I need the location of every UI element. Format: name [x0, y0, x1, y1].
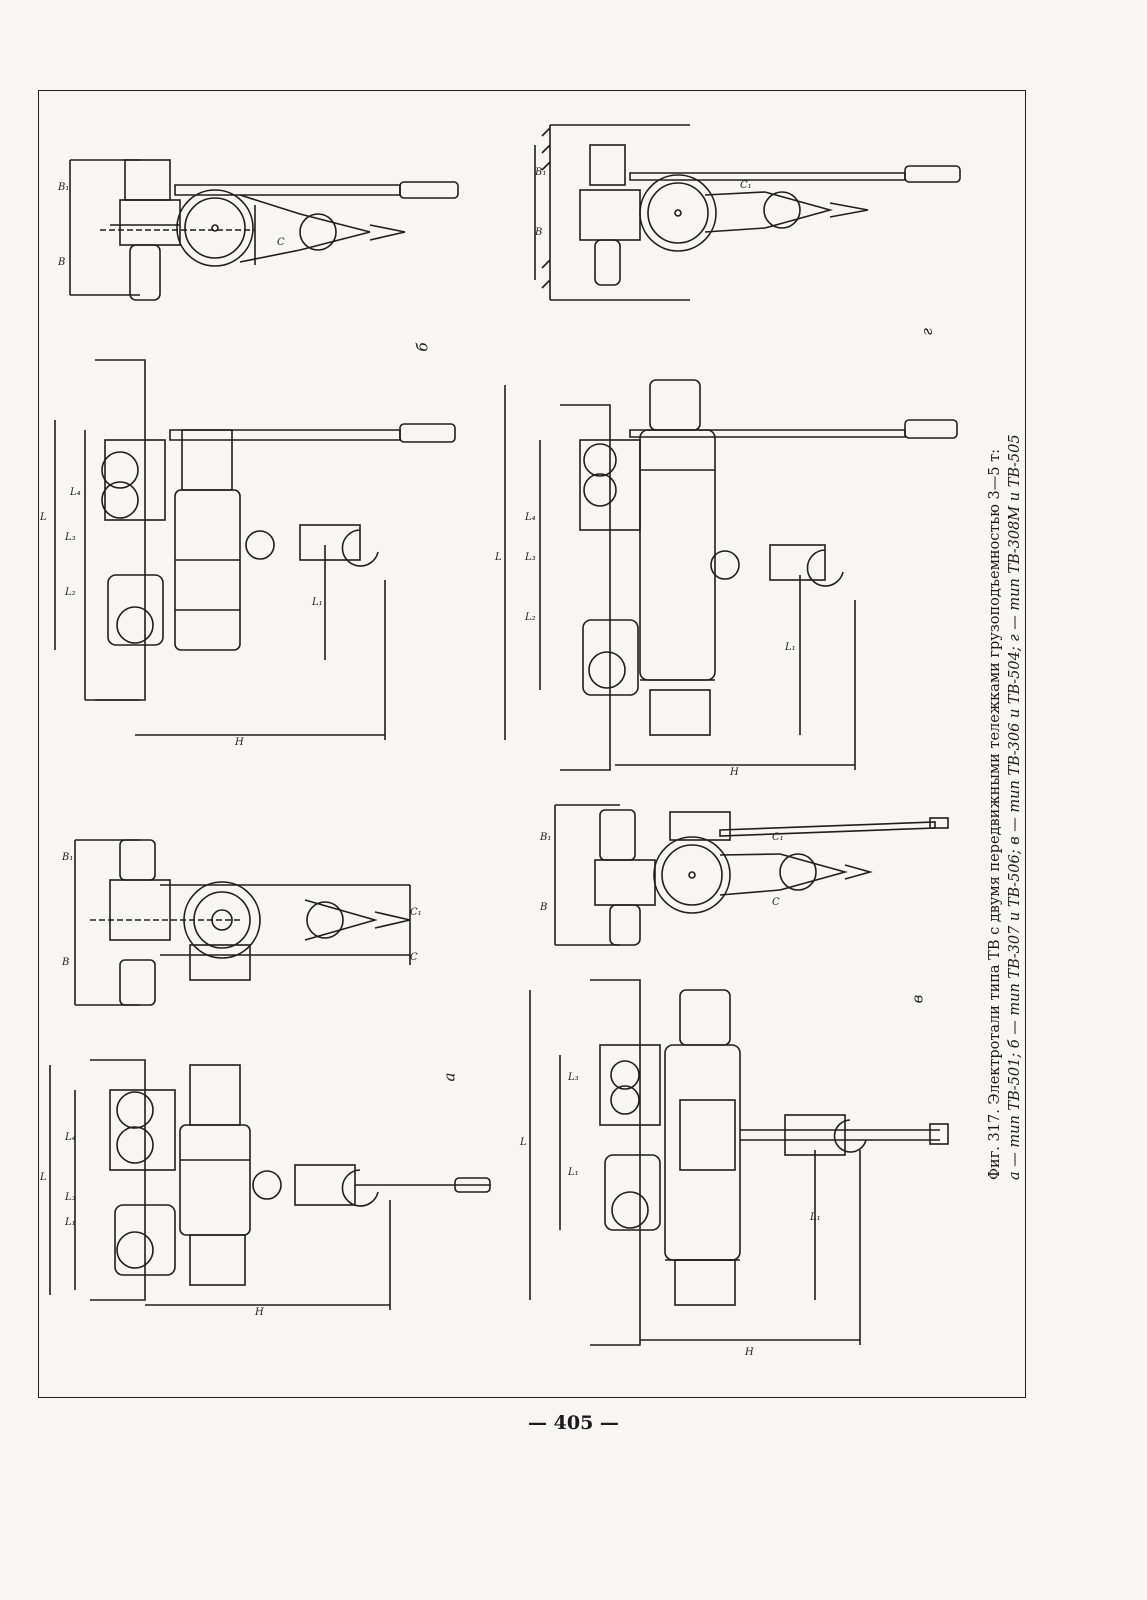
svg-text:L₃: L₃	[567, 1072, 579, 1083]
svg-text:B: B	[534, 227, 542, 238]
svg-text:L₁: L₁	[311, 597, 323, 608]
figure-caption: Фиг. 317. Электротали типа ТВ с двумя пе…	[985, 330, 1025, 1180]
svg-text:C: C	[772, 897, 780, 908]
svg-text:C₁: C₁	[772, 832, 784, 843]
svg-text:L: L	[39, 1172, 47, 1183]
svg-text:L₃: L₃	[64, 1192, 76, 1203]
subfigure-label-g: г	[917, 328, 936, 336]
svg-text:L₂: L₂	[524, 612, 536, 623]
svg-text:L: L	[494, 552, 502, 563]
svg-text:H: H	[744, 1347, 754, 1358]
hoist-b-top-view	[69, 159, 459, 301]
svg-text:L₂: L₂	[64, 587, 76, 598]
svg-text:B₁: B₁	[534, 167, 546, 178]
svg-text:C: C	[277, 237, 285, 248]
svg-text:C₁: C₁	[410, 907, 422, 918]
svg-text:L₄: L₄	[64, 1132, 76, 1143]
hoist-a-top-view	[74, 839, 411, 1006]
svg-text:L₄: L₄	[524, 512, 536, 523]
svg-text:C: C	[410, 952, 418, 963]
page-number: — 405 —	[528, 1412, 619, 1434]
subfigure-label-a: а	[440, 1072, 459, 1082]
subfigure-label-v: в	[908, 994, 927, 1004]
hoist-a-side-view	[49, 1059, 491, 1310]
svg-text:L₁: L₁	[567, 1167, 579, 1178]
svg-text:L₄: L₄	[69, 487, 81, 498]
svg-text:L: L	[39, 512, 47, 523]
svg-text:B: B	[539, 902, 547, 913]
svg-text:L₁: L₁	[64, 1217, 76, 1228]
hoist-b-side-view	[54, 359, 456, 740]
hoist-v-upper-side-view	[504, 379, 958, 771]
subfigure-label-b: б	[413, 342, 432, 352]
svg-text:H: H	[234, 737, 244, 748]
svg-text:B₁: B₁	[539, 832, 551, 843]
svg-text:L₁: L₁	[809, 1212, 821, 1223]
svg-text:B: B	[57, 257, 65, 268]
svg-text:H: H	[254, 1307, 264, 1318]
svg-text:H: H	[729, 767, 739, 778]
figure-frame	[38, 90, 1026, 1398]
hoist-v-side-view	[529, 979, 949, 1346]
caption-line-2: а — тип ТВ-501; б — тип ТВ-307 и ТВ-506;…	[1007, 434, 1023, 1180]
svg-text:L: L	[519, 1137, 527, 1148]
caption-line-1: Фиг. 317. Электротали типа ТВ с двумя пе…	[987, 448, 1003, 1180]
svg-text:L₃: L₃	[64, 532, 76, 543]
svg-text:B: B	[61, 957, 69, 968]
svg-text:L₃: L₃	[524, 552, 536, 563]
svg-text:B₁: B₁	[57, 182, 69, 193]
hoist-g-top-view	[534, 124, 961, 301]
svg-text:L₁: L₁	[784, 642, 796, 653]
svg-text:B₁: B₁	[61, 852, 73, 863]
svg-text:C₁: C₁	[740, 180, 752, 191]
hoist-v-top-view	[554, 804, 949, 946]
